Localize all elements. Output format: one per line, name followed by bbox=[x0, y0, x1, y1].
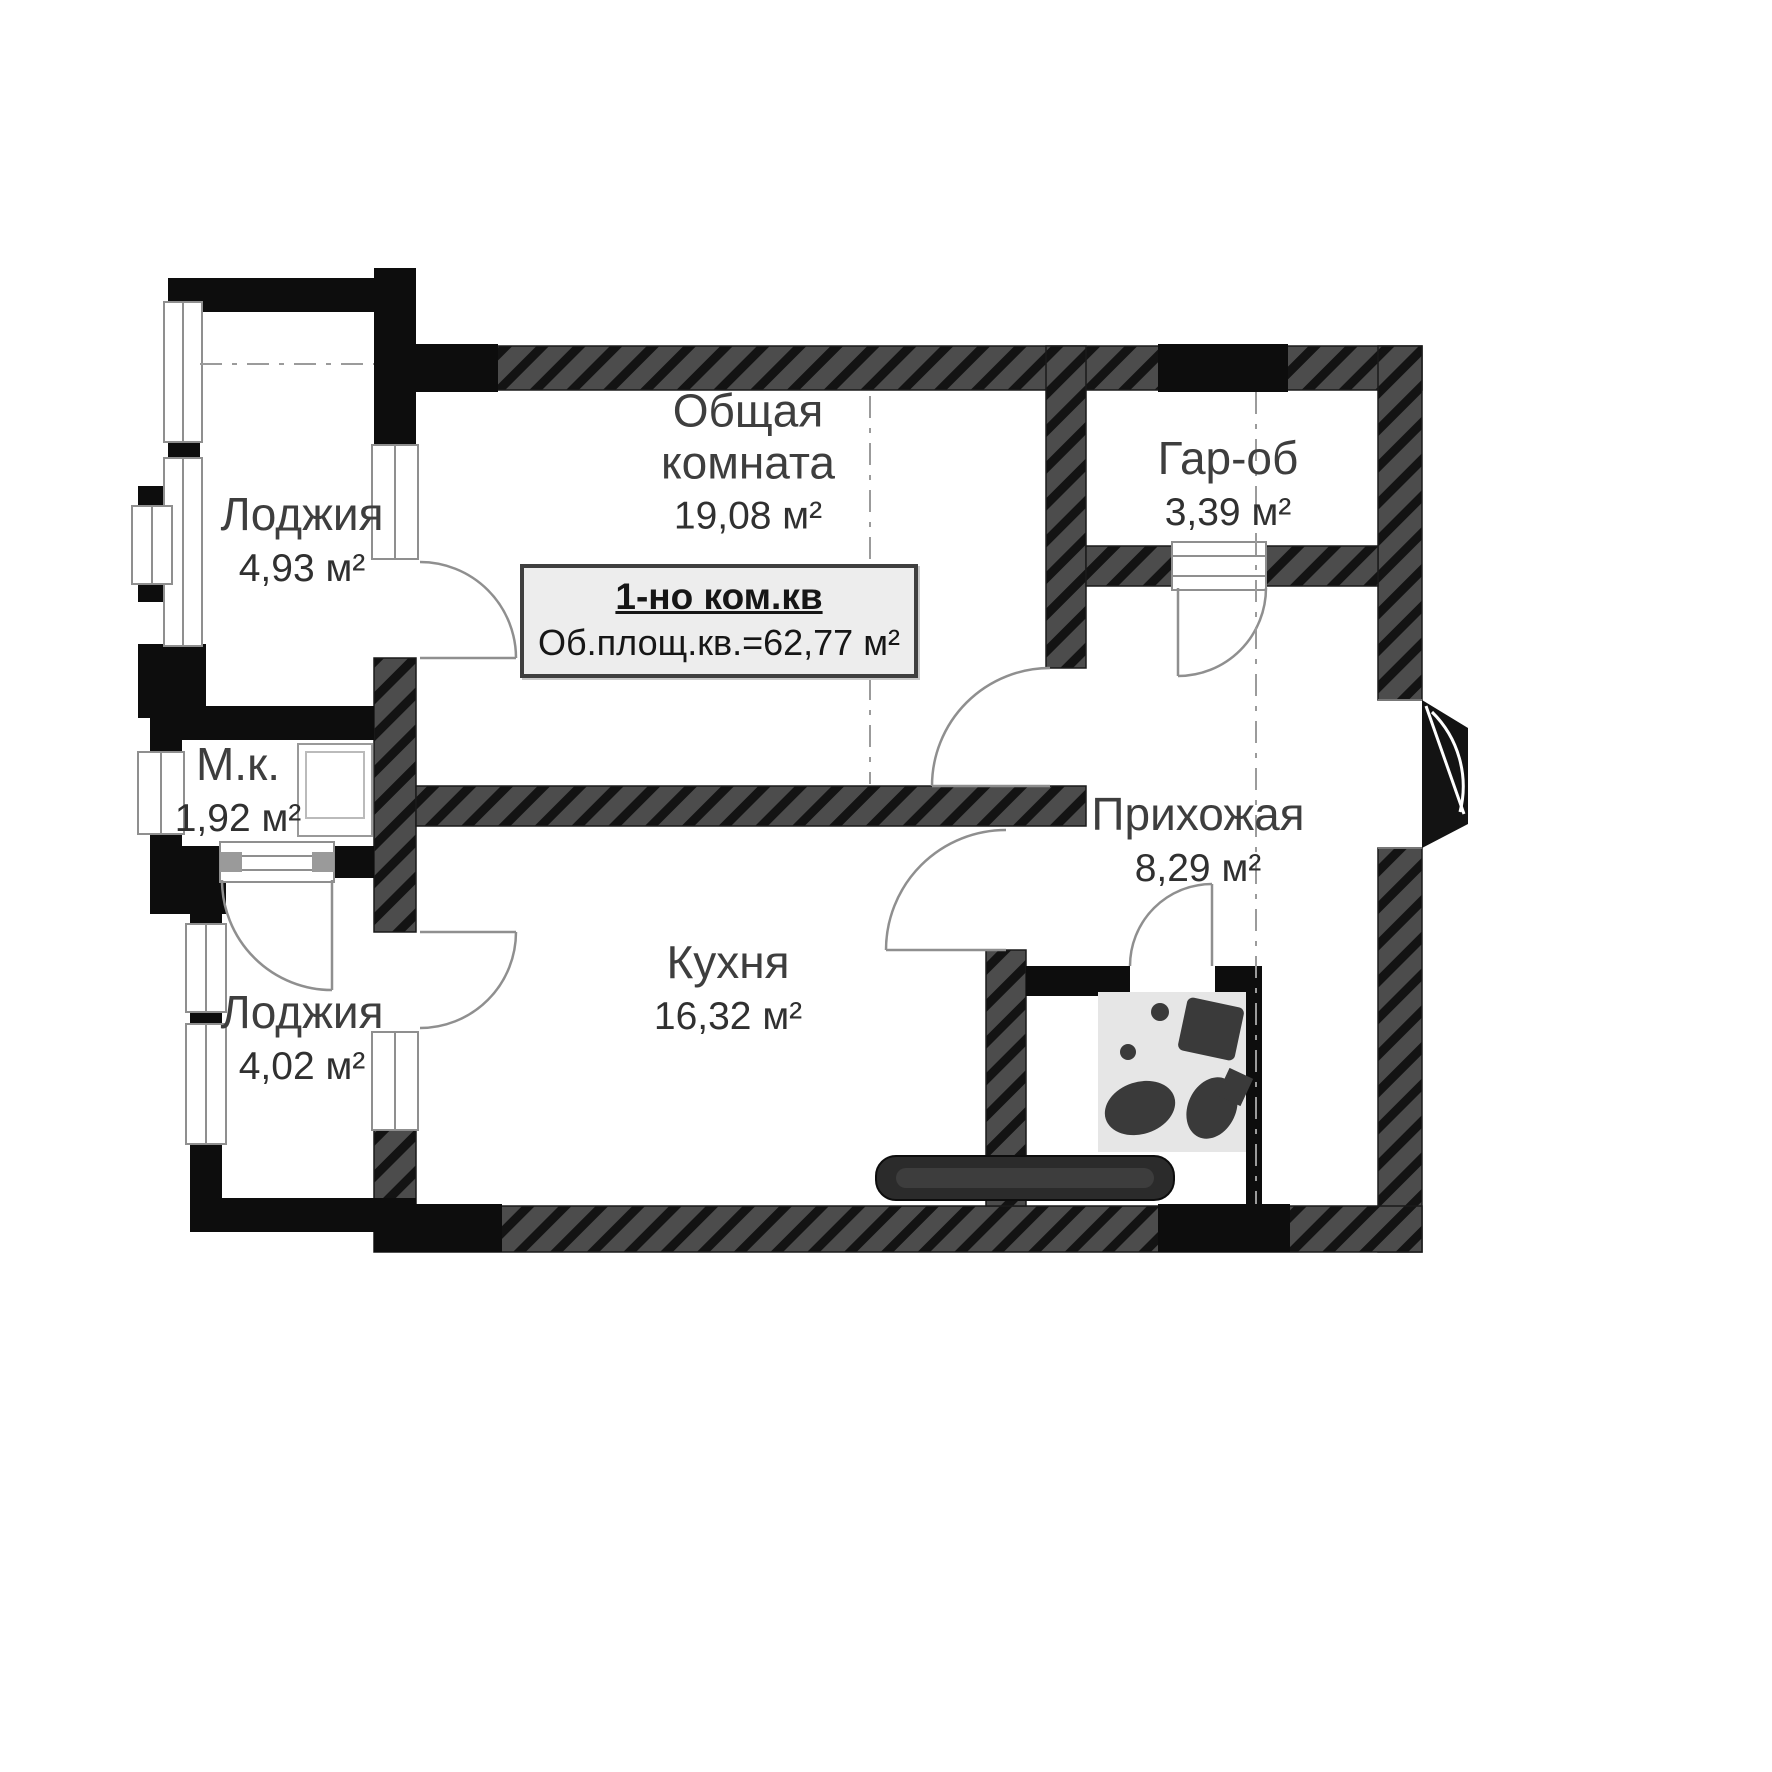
room-area: 4,02 м² bbox=[238, 1044, 366, 1088]
loggia-top-wall bbox=[168, 278, 414, 312]
window-loggia-bottom-1 bbox=[185, 923, 227, 1013]
room-label-loggia-bottom: Лоджия 4,02 м² bbox=[221, 987, 384, 1089]
room-area: 4,93 м² bbox=[238, 546, 366, 590]
wall-wardrobe-left bbox=[1085, 545, 1173, 587]
loggia-corner-block bbox=[138, 644, 206, 718]
bathroom-wall bbox=[1246, 966, 1262, 1206]
apartment-total-area: Об.площ.кв.=62,77 м² bbox=[538, 622, 900, 663]
wall-segment bbox=[1377, 345, 1423, 701]
room-area: 16,32 м² bbox=[653, 994, 803, 1038]
sliding-door-wardrobe bbox=[1171, 541, 1267, 591]
wall-block bbox=[1158, 1204, 1290, 1252]
room-area: 1,92 м² bbox=[174, 796, 302, 840]
bathroom-wall bbox=[1026, 966, 1130, 996]
room-label-small-room: М.к. 1,92 м² bbox=[175, 739, 302, 841]
window-mk bbox=[137, 751, 185, 835]
room-label-living-room: Общая комната 19,08 м² bbox=[623, 385, 873, 538]
loggia-bottom-wall bbox=[190, 1198, 416, 1232]
apartment-info-box: 1-но ком.кв Об.площ.кв.=62,77 м² bbox=[520, 564, 918, 678]
apartment-type: 1-но ком.кв bbox=[615, 576, 823, 617]
room-name: Лоджия bbox=[220, 488, 384, 541]
shower-box-icon bbox=[297, 743, 373, 837]
interior-walls-hatched bbox=[415, 345, 1379, 1207]
room-area: 8,29 м² bbox=[1134, 846, 1262, 890]
room-label-hallway: Прихожая 8,29 м² bbox=[1091, 789, 1304, 891]
radiator-bar bbox=[875, 1155, 1175, 1201]
wall-block bbox=[1158, 344, 1288, 392]
sink-icon bbox=[1104, 1080, 1176, 1136]
door-wardrobe bbox=[1176, 587, 1268, 678]
entrance-door-leaf bbox=[1422, 700, 1468, 848]
wall-living-kitchen bbox=[415, 785, 1087, 827]
door-kitchen-hallway bbox=[884, 828, 1007, 952]
door-swings bbox=[220, 560, 1268, 1030]
window-protrusion bbox=[131, 505, 173, 585]
fixture-detail bbox=[1151, 1003, 1169, 1021]
window-loggia-top-1 bbox=[163, 301, 203, 443]
fixture-detail bbox=[1120, 1044, 1136, 1060]
toilet-tank bbox=[1216, 1067, 1254, 1107]
window-kitchen-loggia bbox=[371, 1031, 419, 1131]
room-name: Лоджия bbox=[220, 986, 384, 1039]
door-kitchen-loggia bbox=[419, 930, 518, 1030]
sliding-door-mk bbox=[219, 841, 335, 883]
entrance-door bbox=[1378, 699, 1468, 849]
windows bbox=[131, 301, 1267, 1145]
room-label-loggia-top: Лоджия 4,93 м² bbox=[221, 489, 384, 591]
door-bathroom bbox=[1128, 882, 1214, 967]
room-name: Общая комната bbox=[661, 384, 835, 488]
room-label-wardrobe: Гар-об 3,39 м² bbox=[1158, 433, 1299, 535]
door-living-hallway bbox=[930, 666, 1051, 788]
window-living-loggia bbox=[371, 444, 419, 560]
mk-top-wall bbox=[150, 706, 374, 740]
room-area: 19,08 м² bbox=[673, 494, 823, 538]
window-loggia-bottom-2 bbox=[185, 1023, 227, 1145]
wall-segment bbox=[373, 1127, 417, 1207]
wall-wardrobe-right bbox=[1265, 545, 1379, 587]
room-name: Гар-об bbox=[1157, 432, 1299, 485]
door-living-loggia bbox=[419, 560, 518, 660]
room-name: М.к. bbox=[195, 738, 281, 791]
wall-segment bbox=[373, 657, 417, 933]
door-mk-loggia bbox=[220, 879, 334, 992]
wall-living-hallway bbox=[1045, 345, 1087, 669]
room-name: Кухня bbox=[666, 936, 790, 989]
room-name: Прихожая bbox=[1091, 788, 1305, 841]
washing-machine-icon bbox=[1178, 997, 1244, 1061]
room-area: 3,39 м² bbox=[1164, 490, 1292, 534]
bathroom bbox=[1098, 992, 1254, 1152]
room-label-kitchen: Кухня 16,32 м² bbox=[654, 937, 802, 1039]
wall-segment bbox=[1377, 847, 1423, 1253]
